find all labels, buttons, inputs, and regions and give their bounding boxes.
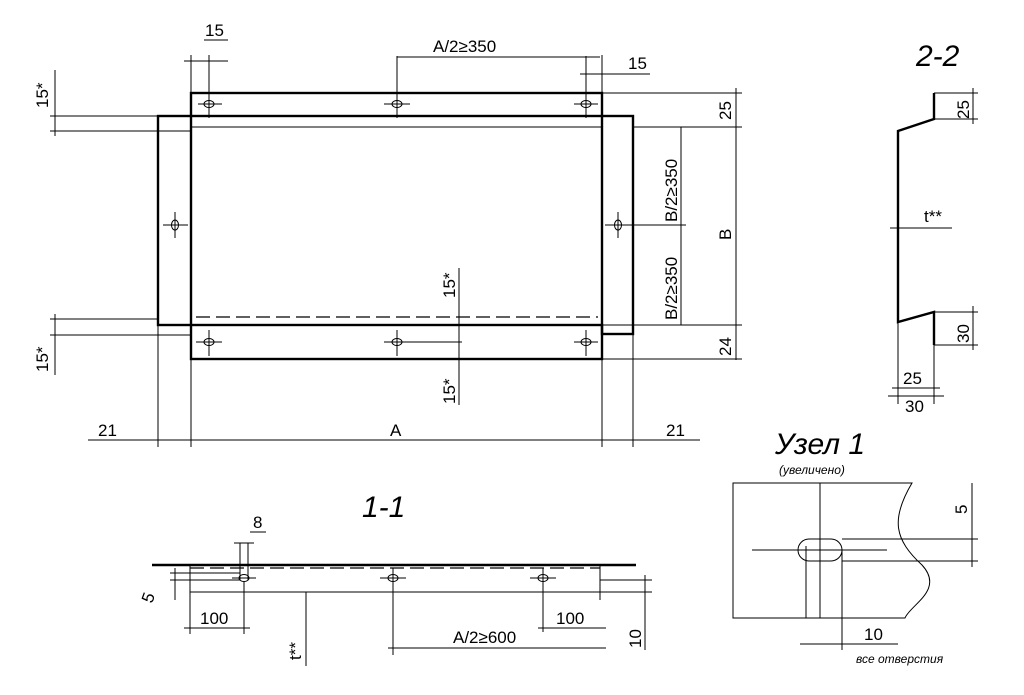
dim-25: 25 <box>716 101 735 120</box>
dim-15-right: 15 <box>628 54 647 73</box>
section-1-1-title: 1-1 <box>362 491 405 524</box>
dim-b: B <box>716 229 735 240</box>
hole-marker <box>196 330 222 356</box>
dim-21-right: 21 <box>666 421 685 440</box>
section-2-2-profile <box>896 93 936 345</box>
dim-30-right: 30 <box>954 324 973 343</box>
dim-5: 5 <box>138 590 159 605</box>
dim-a-half: A/2≥600 <box>453 628 516 647</box>
section-1-1: 1-1 8 5 100 t** A/2 <box>138 491 652 666</box>
dim-15s-left-top: 15* <box>33 82 52 108</box>
hole-marker <box>384 330 462 356</box>
dim-a-half-top: A/2≥350 <box>433 37 496 56</box>
dim-21-left: 21 <box>98 421 117 440</box>
section-2-2-title: 2-2 <box>915 40 960 73</box>
dim-25-bottom: 25 <box>903 369 922 388</box>
section-2-2: 2-2 25 t** 30 25 30 <box>888 40 978 416</box>
hole-marker <box>384 56 410 118</box>
note-all-holes: все отверстия <box>856 652 944 666</box>
hole-marker <box>198 90 222 118</box>
hole-marker <box>163 212 188 238</box>
dim-b-half-top: B/2≥350 <box>662 159 681 222</box>
dim-t: t** <box>924 207 942 226</box>
hole-marker <box>574 56 598 118</box>
dim-25-top: 25 <box>954 100 973 119</box>
dim-10: 10 <box>626 629 645 648</box>
dim-15s-mid-bottom: 15* <box>440 378 459 404</box>
dim-30-bottom: 30 <box>905 397 924 416</box>
dim-15s-left-bottom: 15* <box>33 346 52 372</box>
dim-24: 24 <box>716 337 735 356</box>
plan-view: 15 A/2≥350 15 15* 15* 15* 15* 25 B/2≥350… <box>33 21 742 447</box>
dim-b-half-bottom: B/2≥350 <box>662 257 681 320</box>
node-1-detail: Узел 1 (увеличено) 5 10 все отверстия <box>732 428 978 666</box>
dim-100-left: 100 <box>200 609 228 628</box>
dim-5-node: 5 <box>952 505 971 514</box>
dim-15-top: 15 <box>205 21 224 40</box>
dim-15s-mid-top: 15* <box>440 272 459 298</box>
hole-marker <box>574 330 598 356</box>
bottom-flange <box>189 323 604 361</box>
dim-10-node: 10 <box>864 625 883 644</box>
dim-100-right: 100 <box>556 609 584 628</box>
node-1-title: Узел 1 <box>774 428 865 461</box>
dim-8: 8 <box>253 513 262 532</box>
hole-marker <box>605 212 686 238</box>
node-1-subtitle: (увеличено) <box>779 463 845 477</box>
dim-a: A <box>390 421 402 440</box>
dim-t: t** <box>286 642 305 660</box>
node-1-plate-outline <box>732 482 931 619</box>
